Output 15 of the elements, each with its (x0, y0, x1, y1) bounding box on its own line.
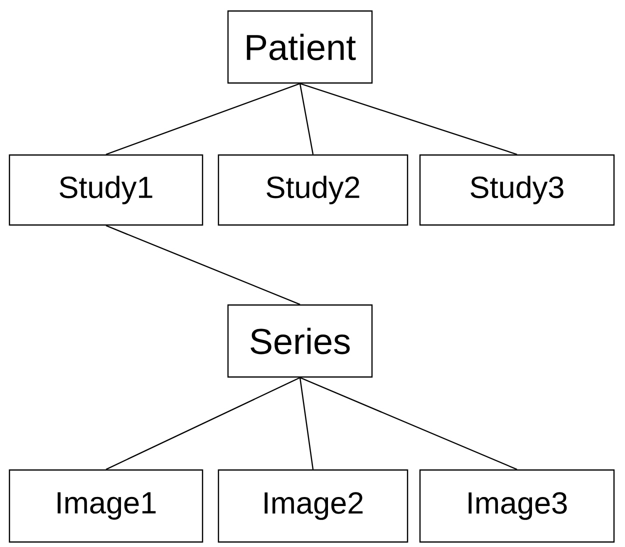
text-box: Study1 (8, 154, 204, 226)
connector-line (300, 377, 518, 470)
text-box: Image3 (419, 469, 615, 543)
text-box: Patient (227, 10, 373, 84)
connector-line (299, 84, 314, 155)
text-box: Series (227, 304, 373, 378)
connector-line (299, 378, 314, 470)
text-box: Study2 (218, 154, 408, 226)
connector-line (106, 83, 300, 155)
connector-line (106, 225, 300, 305)
connector-line (300, 83, 518, 155)
text-box: Image1 (8, 469, 204, 543)
connector-line (106, 377, 300, 470)
text-box: Image2 (218, 469, 408, 543)
text-box: Study3 (419, 154, 615, 226)
